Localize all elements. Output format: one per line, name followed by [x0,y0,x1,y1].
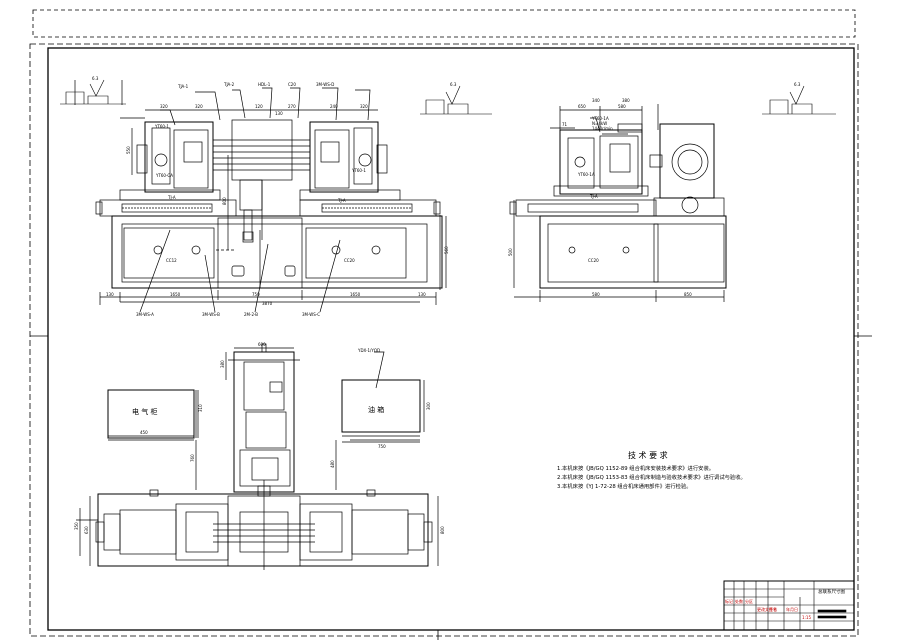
title-row-6: 年月日 [786,606,798,612]
front-table-left: TJ-A [167,195,176,200]
front-callout-9: C20 [288,82,296,87]
plan-dim-top-h: 380 [220,360,225,368]
front-top-dim-4: 130 [275,111,283,116]
front-top-dim-1: 320 [160,104,168,109]
front-dim-left-w: 1650 [170,292,181,297]
side-view-labels: YT60-1A CC20 TJ-A 650 580 500 340 380 71… [508,98,692,297]
title-block [723,580,855,631]
front-callout-4: 3M-WS-C [302,312,320,317]
tech-requirements-title: 技 术 要 求 [628,450,668,460]
front-dim-right-w: 1650 [350,292,361,297]
front-dim-left-edge: 130 [106,292,114,297]
side-view [509,104,727,302]
front-view-labels: 1650 750 1650 3870 130 130 560 550 800 3… [106,82,449,317]
plan-view [76,343,439,570]
plan-dim-vert2: 480 [330,460,335,468]
front-base-left: CC12 [166,258,177,263]
front-dim-base-h: 560 [444,246,449,254]
front-dim-side: 800 [222,197,227,205]
title-row-5: 签名 [769,606,777,612]
front-table-right: TJ-A [337,198,346,203]
plan-dim-left-h2: 630 [84,526,89,534]
front-base-right: CC20 [344,258,355,263]
front-callout-8: HDL-1 [258,82,271,87]
cabinet-right-label: 油 箱 [368,405,384,414]
title-row-3: 分区 [745,598,753,604]
drawing-name: 总联系尺寸图 [818,588,845,595]
plan-dim-cab-right-w: 750 [378,444,386,449]
front-top-dim-5: 270 [288,104,296,109]
drawing-scale: 1:15 [802,615,811,620]
front-spindle-right: YT60-1 [351,168,366,173]
plan-dim-left-h1: 350 [74,522,79,530]
tech-requirements: 技 术 要 求 1.本机床按《JB/GQ 1152-89 组合机床安装技术要求》… [557,450,746,490]
plan-dim-vert1: 760 [190,454,195,462]
front-dim-total-w: 3870 [262,301,273,306]
plan-view-labels: 电 气 柜 油 箱 600 450 310 750 300 760 480 80… [74,342,445,534]
cabinet-left-label: 电 气 柜 [132,407,157,416]
front-callout-10: 3M-WS-D [316,82,334,87]
title-block-text: 总联系尺寸图 标记 处数 分区 更改文件号 签名 年月日 1:15 [725,588,845,620]
plan-dim-cab-left-w: 450 [140,430,148,435]
roughness-value-side: 6.3 [450,82,457,87]
front-callout-2: 3M-WS-B [202,312,220,317]
front-dim-unit-h: 550 [126,146,131,154]
front-top-dim-7: 320 [360,104,368,109]
front-top-dim-3: 120 [255,104,263,109]
front-dim-mid-w: 750 [252,292,260,297]
front-callout-1: 3M-WS-A [136,312,154,317]
roughness-value-right: 6.3 [794,82,801,87]
front-dim-right-edge: 130 [418,292,426,297]
side-dim-top1: 340 [592,98,600,103]
side-dim-w1: 650 [578,104,586,109]
tech-requirement-3: 3.本机床按《YJ 1-72-28 组合机床通用部件》进行检验。 [557,482,692,490]
title-row-2: 处数 [735,598,743,604]
plan-note-right: YDX-1/YQD [357,348,380,353]
front-spindle-left: YT60-CA [155,173,173,178]
plan-dim-cab-right-h: 300 [426,402,431,410]
roughness-symbol-front [60,79,126,105]
roughness-symbol-side [420,85,492,115]
roughness-value-front: 6.3 [92,76,99,81]
tech-requirement-1: 1.本机床按《JB/GQ 1152-89 组合机床安装技术要求》进行安装。 [557,464,714,472]
front-callout-3: 2M-2-B [244,312,258,317]
side-dim-top2: 380 [622,98,630,103]
side-table-label: TJ-A [589,194,598,199]
plan-dim-top-w: 600 [258,342,266,347]
roughness-symbol-right [762,85,836,115]
front-top-dim-2: 320 [195,104,203,109]
title-row-4: 更改文件号 [757,606,777,612]
front-view [74,80,447,313]
side-dim-left: 71 [562,122,568,127]
title-row-1: 标记 [725,598,733,604]
plan-dim-right-h: 800 [440,526,445,534]
side-dim-h: 500 [508,248,513,256]
side-note-1: YT60-1A [591,116,609,121]
side-base-label: CC20 [588,258,599,263]
front-callout-5: YT60-1 [154,124,169,129]
plan-dim-cab-left-h: 310 [198,404,203,412]
side-dim-bottom-left: 580 [592,292,600,297]
sheet-frame [29,9,872,640]
front-top-dim-6: 240 [330,104,338,109]
front-callout-7: TJA-2 [223,82,235,87]
side-note-2: N=4kW [592,121,607,126]
front-callout-6: TJA-1 [177,84,189,89]
tech-requirement-2: 2.本机床按《JB/GQ 1153-83 组合机床制造与验收技术要求》进行调试与… [557,473,746,481]
side-spindle-label: YT60-1A [577,172,595,177]
side-dim-w2: 580 [618,104,626,109]
side-note-3: 1440r/min [592,126,613,131]
side-dim-bottom-right: 850 [684,292,692,297]
